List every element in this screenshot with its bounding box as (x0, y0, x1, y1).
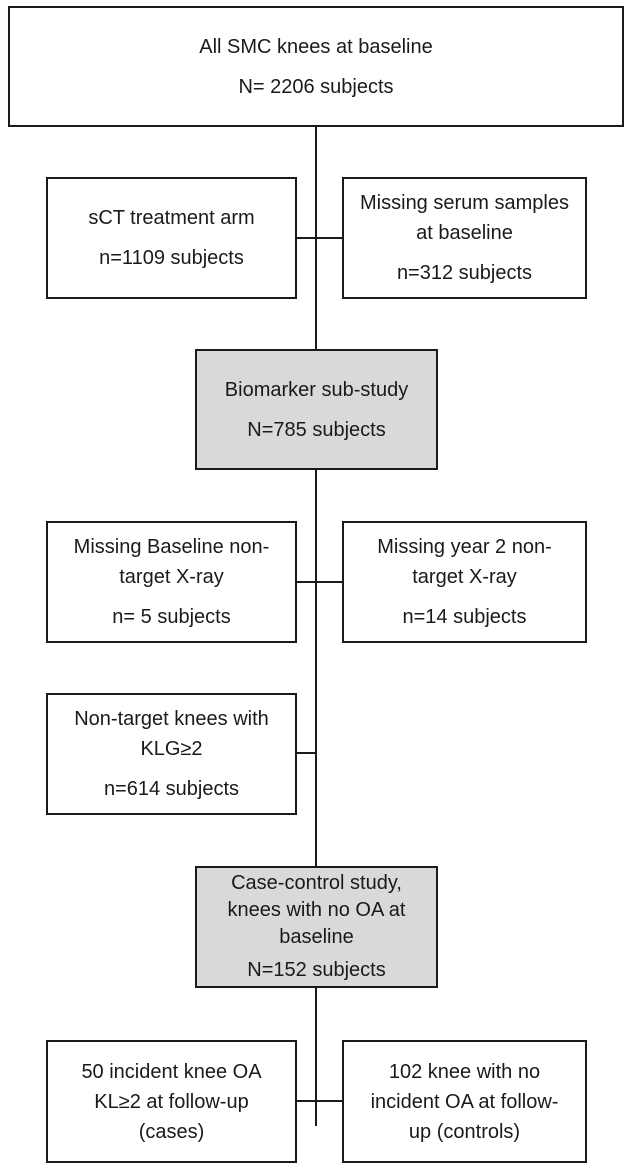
controls-box: 102 knee with no incident OA at follow- … (342, 1040, 587, 1163)
biomarker-substudy-title: Biomarker sub-study (224, 378, 409, 401)
missing-serum-box: Missing serum samples at baseline n=312 … (342, 177, 587, 299)
missing-serum-title-line1: Missing serum samples (360, 192, 569, 214)
missing-serum-count: n=312 subjects (396, 262, 533, 284)
missing-year2-xray-title-line1: Missing year 2 non- (377, 536, 552, 558)
missing-baseline-xray-box: Missing Baseline non- target X-ray n= 5 … (46, 521, 297, 643)
controls-line3: up (controls) (408, 1120, 521, 1143)
main-vertical-connector (315, 126, 317, 1126)
controls-line1: 102 knee with no (388, 1060, 541, 1083)
all-knees-count: N= 2206 subjects (238, 75, 394, 98)
treatment-arm-count: n=1109 subjects (99, 247, 244, 269)
connector-treatment-arm (296, 237, 317, 239)
nontarget-klg-box: Non-target knees with KLG≥2 n=614 subjec… (46, 693, 297, 815)
missing-serum-title-line2: at baseline (416, 222, 513, 244)
cases-box: 50 incident knee OA KL≥2 at follow-up (c… (46, 1040, 297, 1163)
case-control-title-line3: baseline (279, 926, 354, 948)
nontarget-klg-title-line2: KLG≥2 (140, 738, 203, 760)
missing-year2-xray-title-line2: target X-ray (412, 566, 517, 588)
missing-year2-xray-box: Missing year 2 non- target X-ray n=14 su… (342, 521, 587, 643)
connector-controls (315, 1100, 343, 1102)
missing-year2-xray-count: n=14 subjects (402, 606, 527, 628)
nontarget-klg-title-line1: Non-target knees with (74, 708, 269, 730)
missing-baseline-xray-title-line2: target X-ray (119, 566, 224, 588)
treatment-arm-title: sCT treatment arm (88, 207, 255, 229)
biomarker-substudy-count: N=785 subjects (247, 418, 386, 441)
all-knees-title: All SMC knees at baseline (199, 35, 433, 58)
connector-missing-year2-xray (315, 581, 343, 583)
missing-baseline-xray-count: n= 5 subjects (112, 606, 231, 628)
all-knees-box: All SMC knees at baseline N= 2206 subjec… (8, 6, 624, 127)
connector-missing-baseline-xray (296, 581, 317, 583)
case-control-title-line1: Case-control study, (231, 872, 402, 894)
case-control-count: N=152 subjects (247, 959, 386, 981)
connector-missing-serum (315, 237, 343, 239)
nontarget-klg-count: n=614 subjects (103, 778, 240, 800)
cases-line1: 50 incident knee OA (81, 1060, 262, 1083)
case-control-box: Case-control study, knees with no OA at … (195, 866, 438, 988)
cases-line3: (cases) (138, 1120, 205, 1143)
biomarker-substudy-box: Biomarker sub-study N=785 subjects (195, 349, 438, 470)
case-control-title-line2: knees with no OA at (227, 899, 406, 921)
connector-cases (296, 1100, 317, 1102)
cases-line2: KL≥2 at follow-up (94, 1090, 249, 1113)
missing-baseline-xray-title-line1: Missing Baseline non- (73, 536, 270, 558)
treatment-arm-box: sCT treatment arm n=1109 subjects (46, 177, 297, 299)
connector-nontarget-klg (296, 752, 317, 754)
controls-line2: incident OA at follow- (370, 1090, 559, 1113)
